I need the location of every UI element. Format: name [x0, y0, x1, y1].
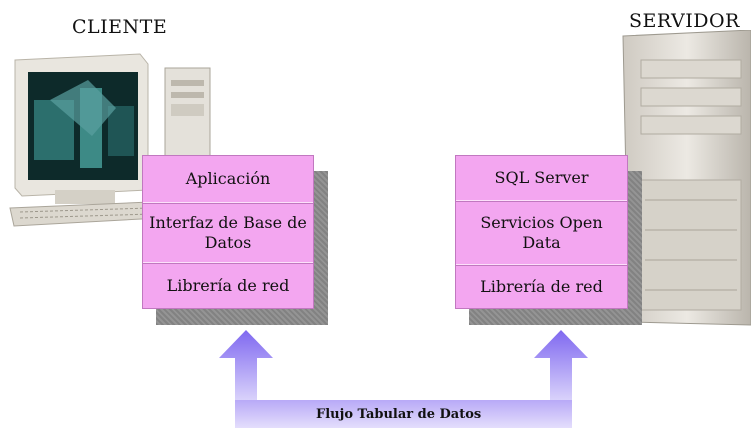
client-layer-db-interface: Interfaz de Base de Datos: [149, 213, 307, 252]
client-layer-net-library: Librería de red: [166, 276, 290, 295]
server-layer-net-library: Librería de red: [480, 277, 603, 296]
server-stack-box: SQL Server Servicios Open Data Librería …: [455, 155, 628, 309]
left-arrowhead: [219, 330, 273, 400]
client-title: CLIENTE: [72, 16, 168, 38]
server-icon: [622, 30, 751, 326]
server-layer-divider: [456, 200, 627, 202]
flow-label: Flujo Tabular de Datos: [316, 407, 482, 422]
server-layer-open-data: Servicios Open Data: [480, 213, 603, 252]
client-computer-icon: [9, 53, 211, 227]
client-layer-divider: [143, 202, 313, 204]
server-layer-sql-server: SQL Server: [494, 168, 589, 187]
client-stack-box: Aplicación Interfaz de Base de Datos Lib…: [142, 155, 314, 309]
client-layer-stack: Aplicación Interfaz de Base de Datos Lib…: [142, 155, 328, 325]
server-layer-divider: [456, 264, 627, 266]
server-title: SERVIDOR: [629, 10, 740, 32]
client-layer-divider: [143, 262, 313, 264]
server-layer-stack: SQL Server Servicios Open Data Librería …: [455, 155, 642, 325]
right-arrowhead: [534, 330, 588, 400]
client-layer-application: Aplicación: [185, 169, 271, 188]
flow-bar: [235, 400, 572, 428]
